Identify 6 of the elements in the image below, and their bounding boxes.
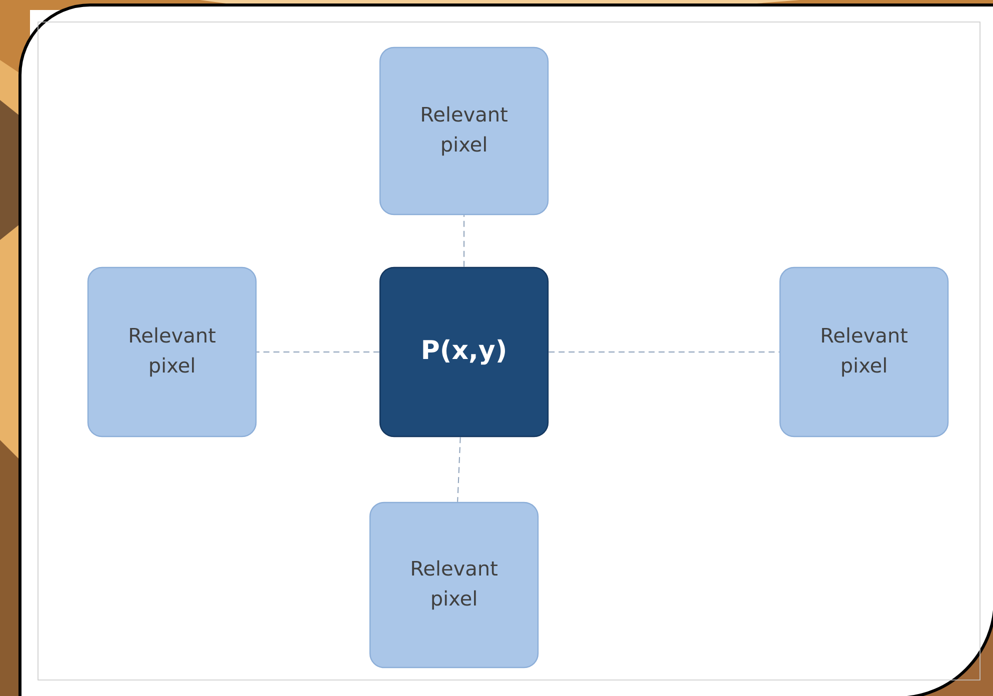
pixel-box: Relevant pixel: [379, 46, 549, 216]
pixel-box: Relevant pixel: [369, 502, 539, 668]
connector-line: [457, 436, 461, 502]
pixel-box: Relevant pixel: [87, 266, 257, 438]
pixel-box: Relevant pixel: [779, 266, 949, 438]
center-pixel-box: P(x,y): [379, 266, 549, 438]
